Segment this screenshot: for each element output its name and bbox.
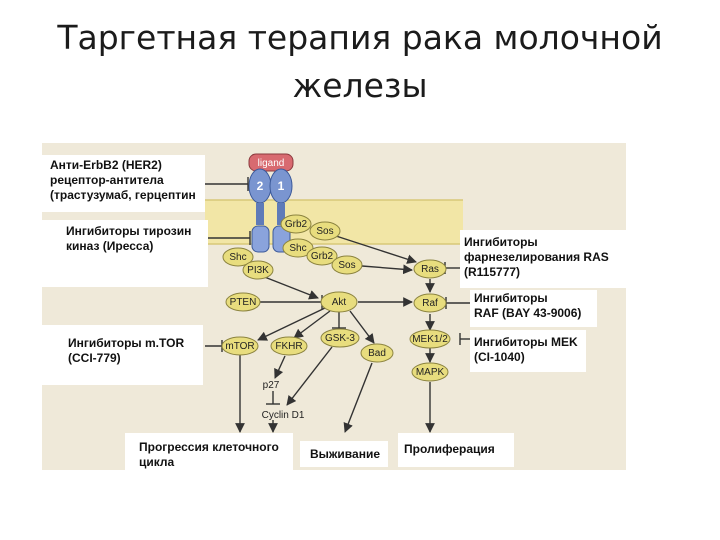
ras-inh-box <box>460 230 626 288</box>
ras-inhibitors-label: Ингибиторы фарнезелирования RAS (R115777… <box>464 235 609 279</box>
arrow-sos-ras <box>335 235 417 264</box>
slide-title: Таргетная терапия рака молочной железы <box>0 14 720 110</box>
fkhr-node <box>270 336 308 356</box>
pten-label: PTEN <box>230 297 257 308</box>
cyclin-d1-label: Cyclin D1 <box>262 410 305 421</box>
label-boxes <box>42 155 626 470</box>
survival-box <box>300 441 388 467</box>
ligand-shape <box>248 153 294 172</box>
arrow-akt-fkhr <box>293 310 331 339</box>
sos-top-label: Sos <box>316 226 333 237</box>
arrow-gsk3-cyclin <box>286 346 333 406</box>
p27-label: p27 <box>263 380 280 391</box>
bad-node <box>360 343 394 363</box>
proliferation-label: Пролиферация <box>404 442 495 456</box>
grb2-mid-node <box>306 246 338 266</box>
slide-title-line2: железы <box>292 66 428 105</box>
receptor-tm-right <box>277 203 285 225</box>
progression-box <box>125 433 293 470</box>
tk-box <box>42 220 208 287</box>
mtor-node <box>221 336 259 356</box>
her2-antibody-label: Анти-ErbB2 (HER2) рецептор-антитела (тра… <box>50 158 196 202</box>
proliferation-box <box>398 433 514 467</box>
her2-receptor: ligand 2 1 <box>248 153 294 253</box>
sos-mid-label: Sos <box>338 260 355 271</box>
arrow-fkhr-p27 <box>274 355 286 379</box>
mtor-inh-box <box>42 325 203 385</box>
pten-node <box>225 292 261 312</box>
pi3k-node <box>242 260 274 280</box>
pi3k-label: PI3K <box>247 265 269 276</box>
raf-inhibitors-label: Ингибиторы RAF (BAY 43-9006) <box>474 291 582 320</box>
slide-title-line1: Таргетная терапия рака молочной <box>57 18 663 57</box>
raf-node <box>413 293 447 313</box>
raf-inh-box <box>470 290 597 327</box>
inhibition-lines <box>205 177 470 405</box>
raf-label: Raf <box>422 298 438 309</box>
grb2-top-label: Grb2 <box>285 219 308 230</box>
akt-node <box>320 291 358 313</box>
grb2-top-node <box>280 214 312 234</box>
mapk-label: MAPK <box>416 367 445 378</box>
pathway-nodes: Grb2 Sos Shc PI3K Shc Grb2 Sos Ras PTEN … <box>221 214 451 421</box>
arrow-akt-bad <box>349 310 375 344</box>
her2-box <box>42 155 205 212</box>
sos-mid-node <box>331 255 363 275</box>
mek-inh-box <box>470 330 586 372</box>
mek-label: MEK1/2 <box>412 334 448 345</box>
gsk3-label: GSK-3 <box>325 333 355 344</box>
shc-mid-label: Shc <box>289 243 306 254</box>
arrow-pi3k-akt <box>261 275 319 300</box>
receptor-label-1: 1 <box>278 179 285 193</box>
bad-label: Bad <box>368 348 386 359</box>
mtor-inhibitors-label: Ингибиторы m.TOR (CCI-779) <box>68 336 185 365</box>
arrow-sos2-ras <box>361 264 413 275</box>
cell-cycle-progression-label: Прогрессия клеточного цикла <box>139 440 279 469</box>
arrow-bad-survival <box>343 362 373 433</box>
activation-arrows <box>235 235 435 433</box>
receptor-label-2: 2 <box>257 179 264 193</box>
receptor-kinase-left <box>251 225 270 253</box>
tk-inhibitors-label: Ингибиторы тирозин киназ (Иресса) <box>66 224 192 253</box>
fkhr-label: FKHR <box>275 341 302 352</box>
ligand-label: ligand <box>258 158 285 169</box>
shc-left-label: Shc <box>229 252 246 263</box>
akt-label: Akt <box>332 297 347 308</box>
ras-label: Ras <box>421 264 439 275</box>
arrow-akt-mtor <box>257 307 326 341</box>
survival-label: Выживание <box>310 447 380 461</box>
sos-top-node <box>309 221 341 241</box>
mek-inhibitors-label: Ингибиторы MEK (CI-1040) <box>474 335 578 364</box>
shc-mid-node <box>282 238 314 258</box>
mtor-label: mTOR <box>225 341 254 352</box>
mek-node <box>409 329 451 349</box>
ras-node <box>413 259 447 279</box>
mapk-node <box>411 362 449 382</box>
shc-left-node <box>222 247 254 267</box>
grb2-mid-label: Grb2 <box>311 251 334 262</box>
receptor-tm-left <box>256 203 264 225</box>
gsk3-node <box>320 328 360 348</box>
